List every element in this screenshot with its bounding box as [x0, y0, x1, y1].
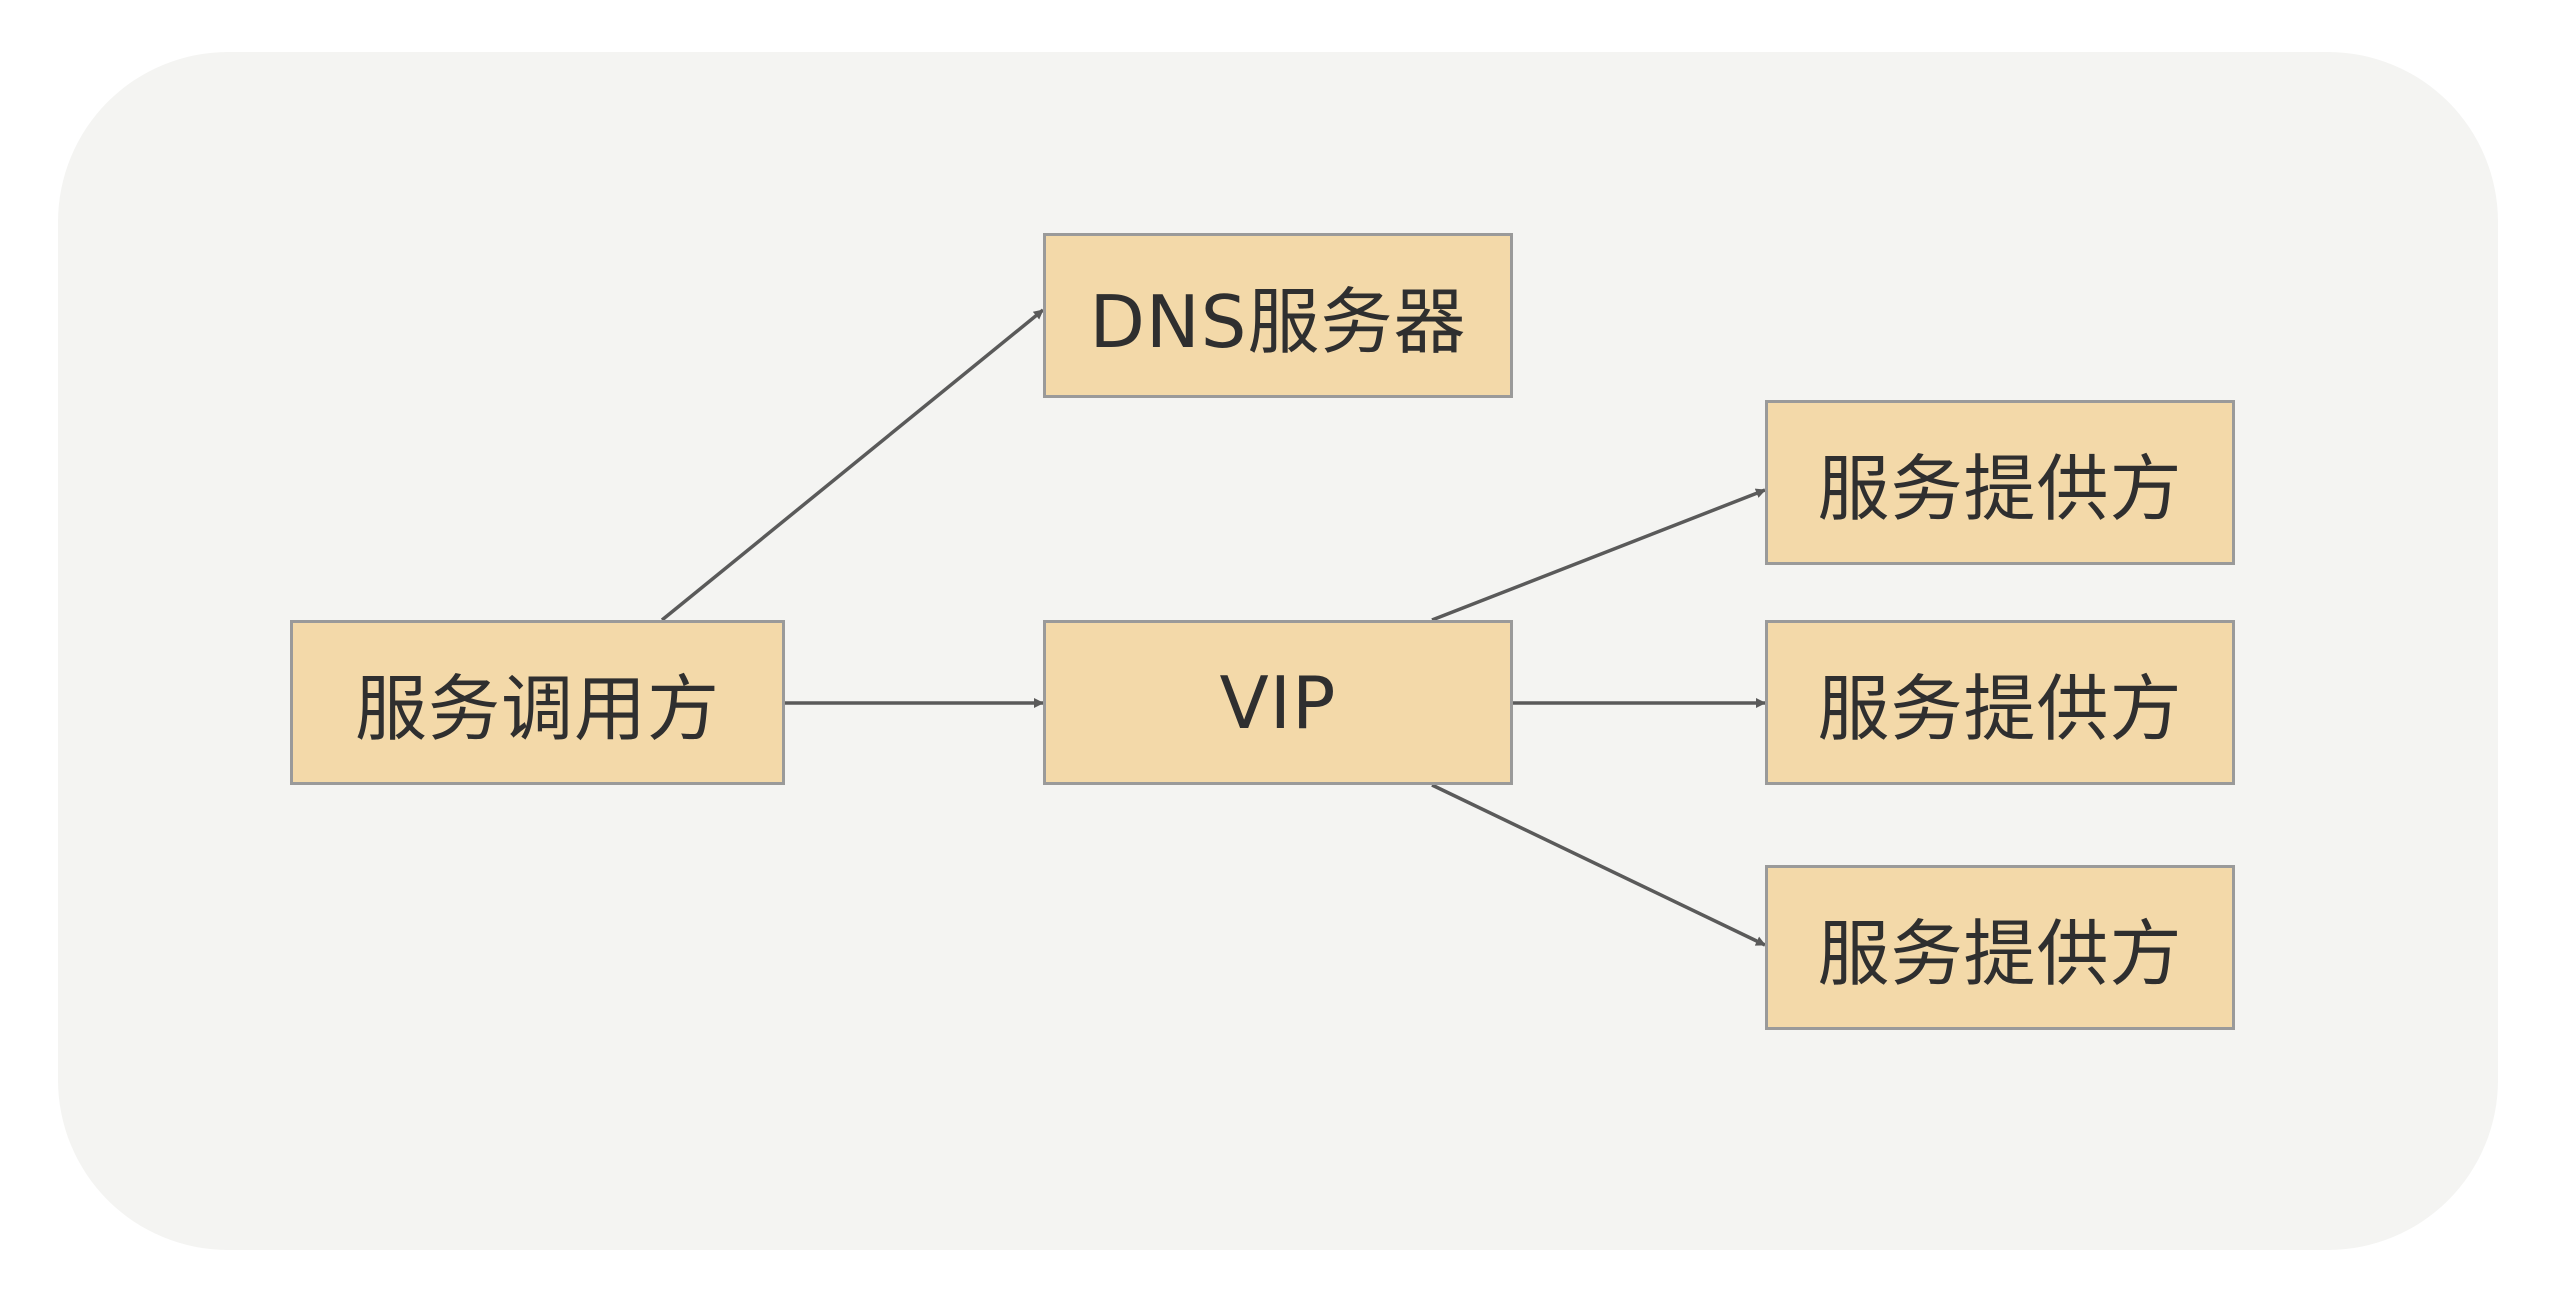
edge-vip-to-provider-1 — [1431, 488, 1766, 622]
node-service-provider-1: 服务提供方 — [1765, 400, 2235, 565]
edge-vip-to-provider-3 — [1431, 783, 1766, 947]
node-service-provider-2: 服务提供方 — [1765, 620, 2235, 785]
node-service-provider-3: 服务提供方 — [1765, 865, 2235, 1030]
node-service-provider-2-label: 服务提供方 — [1817, 667, 2183, 751]
node-dns-server: DNS服务器 — [1043, 233, 1513, 398]
node-vip-label: VIP — [1219, 660, 1337, 745]
node-vip: VIP — [1043, 620, 1513, 785]
edge-caller-to-dns — [660, 308, 1045, 622]
node-service-caller: 服务调用方 — [290, 620, 785, 785]
node-service-provider-3-label: 服务提供方 — [1817, 912, 2183, 996]
node-service-caller-label: 服务调用方 — [354, 667, 720, 751]
node-dns-server-label: DNS服务器 — [1089, 280, 1467, 364]
node-service-provider-1-label: 服务提供方 — [1817, 447, 2183, 531]
